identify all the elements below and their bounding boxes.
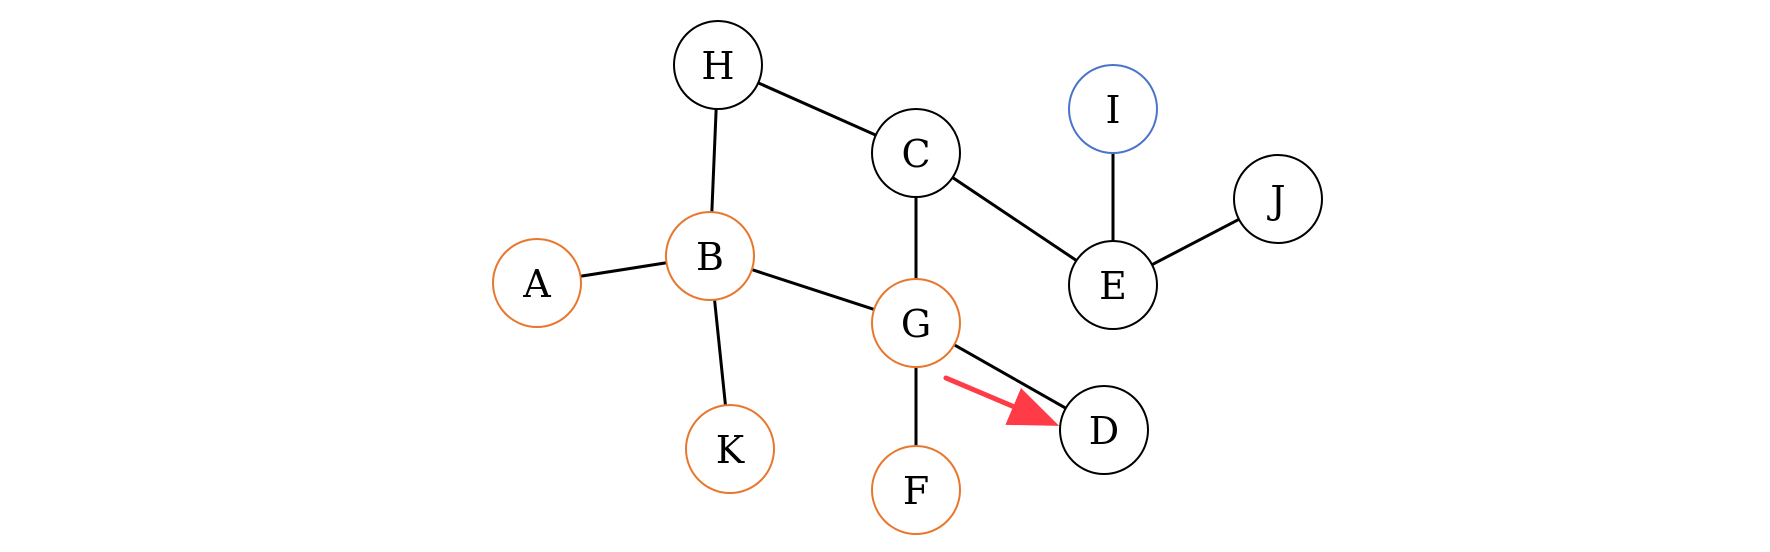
- edge-e-j: [1151, 218, 1240, 266]
- node-g-label: G: [901, 302, 931, 346]
- edge-g-d: [953, 343, 1067, 410]
- node-c-circle: [871, 108, 961, 198]
- node-f-circle: [871, 445, 961, 535]
- node-f-label: F: [903, 469, 929, 513]
- direction-arrow-g-to-d: [943, 375, 1060, 426]
- node-b: B: [665, 211, 755, 301]
- edge-h-b: [710, 108, 718, 213]
- node-j-label: J: [1266, 178, 1285, 222]
- edge-a-b: [580, 261, 667, 278]
- edge-b-k: [713, 299, 727, 406]
- node-k: K: [685, 404, 775, 494]
- node-a-label: A: [522, 262, 551, 306]
- node-k-circle: [685, 404, 775, 494]
- node-c: C: [871, 108, 961, 198]
- node-g: G: [871, 278, 961, 368]
- node-k-label: K: [716, 428, 745, 472]
- edge-h-c: [757, 81, 877, 137]
- node-i-circle: [1068, 64, 1158, 154]
- node-b-circle: [665, 211, 755, 301]
- node-j-circle: [1233, 154, 1323, 244]
- node-d-circle: [1059, 385, 1149, 475]
- node-d-label: D: [1089, 409, 1119, 453]
- node-c-label: C: [901, 132, 930, 176]
- arrow-layer: [943, 375, 1060, 426]
- node-e-circle: [1068, 240, 1158, 330]
- nodes-layer: H C I J A B E G D K F: [492, 20, 1323, 535]
- edge-c-e: [951, 176, 1078, 262]
- edge-b-g: [751, 268, 875, 311]
- node-d: D: [1059, 385, 1149, 475]
- node-h-label: H: [701, 44, 734, 88]
- node-e: E: [1068, 240, 1158, 330]
- node-j: J: [1233, 154, 1323, 244]
- node-b-label: B: [696, 235, 724, 279]
- node-f: F: [871, 445, 961, 535]
- node-a: A: [492, 238, 582, 328]
- node-e-label: E: [1099, 264, 1127, 308]
- node-g-circle: [871, 278, 961, 368]
- node-a-circle: [492, 238, 582, 328]
- node-h: H: [673, 20, 763, 110]
- node-h-circle: [673, 20, 763, 110]
- node-i: I: [1068, 64, 1158, 154]
- node-i-label: I: [1105, 88, 1120, 132]
